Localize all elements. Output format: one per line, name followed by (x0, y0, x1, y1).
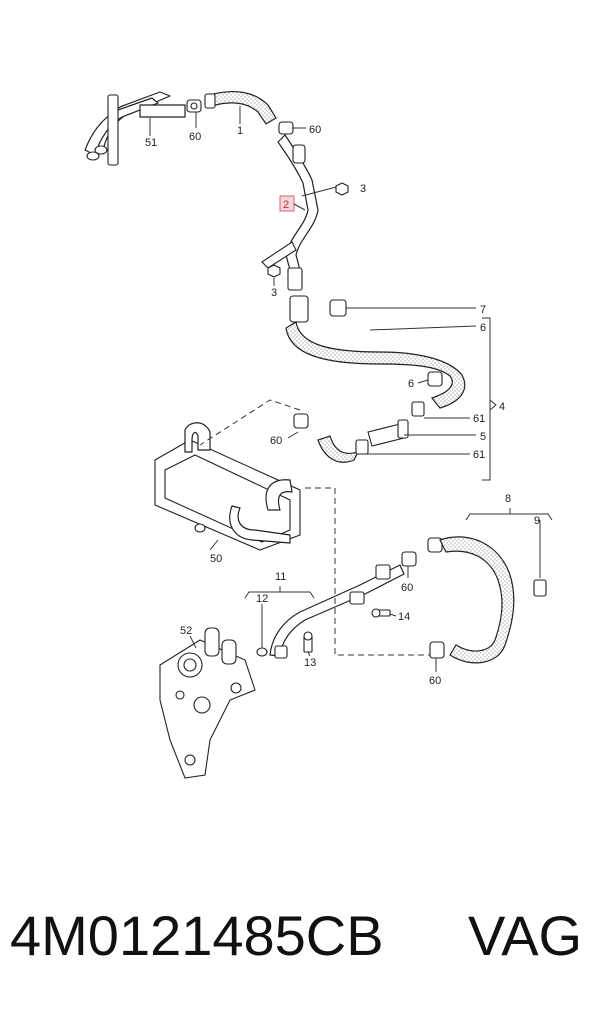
callout-3-a: 3 (360, 183, 366, 195)
callout-2: 2 (283, 199, 289, 211)
callout-11: 11 (275, 571, 286, 583)
hose-assembly-4 (285, 295, 497, 481)
pipe-51 (84, 91, 186, 166)
callout-5: 5 (480, 431, 486, 443)
callout-labels: 51 60 1 60 3 3 7 6 6 4 61 5 61 60 50 8 9… (145, 124, 540, 687)
bolt-13 (303, 631, 313, 653)
callout-61-b: 61 (473, 449, 485, 461)
callout-60-a: 60 (189, 131, 201, 143)
callout-1: 1 (237, 125, 243, 137)
nut-3-a (335, 182, 349, 196)
ref-dash-b (305, 487, 430, 656)
clip-60-b (278, 121, 294, 135)
callout-3-b: 3 (271, 287, 277, 299)
brand-text: VAG (468, 904, 583, 967)
pipe-2 (261, 134, 341, 291)
callout-61-a: 61 (473, 413, 485, 425)
callout-6-b: 6 (408, 378, 414, 390)
callout-60-d: 60 (401, 582, 413, 594)
hose-8 (427, 508, 553, 664)
callout-50: 50 (210, 553, 222, 565)
callout-60-c: 60 (270, 435, 282, 447)
clip-60-a (186, 99, 202, 113)
callout-52: 52 (180, 625, 192, 637)
callout-14: 14 (398, 611, 410, 623)
part-number-text: 4M0121485CB (10, 904, 384, 967)
cooler-50 (154, 422, 301, 551)
nut-3-b (267, 264, 281, 278)
exploded-parts-drawing: 2 (84, 90, 553, 779)
callout-60-b: 60 (309, 124, 321, 136)
leader-lines (149, 106, 477, 672)
callout-60-e: 60 (429, 675, 441, 687)
callout-4: 4 (499, 401, 505, 413)
callout-2-highlight: 2 (279, 195, 306, 212)
hose-1 (204, 90, 277, 125)
pipe-11 (244, 551, 417, 659)
callout-13: 13 (304, 657, 316, 669)
callout-9: 9 (534, 515, 540, 527)
callout-51: 51 (145, 137, 157, 149)
ref-dash-a (199, 399, 301, 446)
callout-7: 7 (480, 304, 486, 316)
callout-6-a: 6 (480, 322, 486, 334)
callout-8: 8 (505, 493, 511, 505)
housing-52 (159, 627, 256, 779)
bolt-14 (371, 608, 391, 618)
callout-12: 12 (256, 593, 268, 605)
